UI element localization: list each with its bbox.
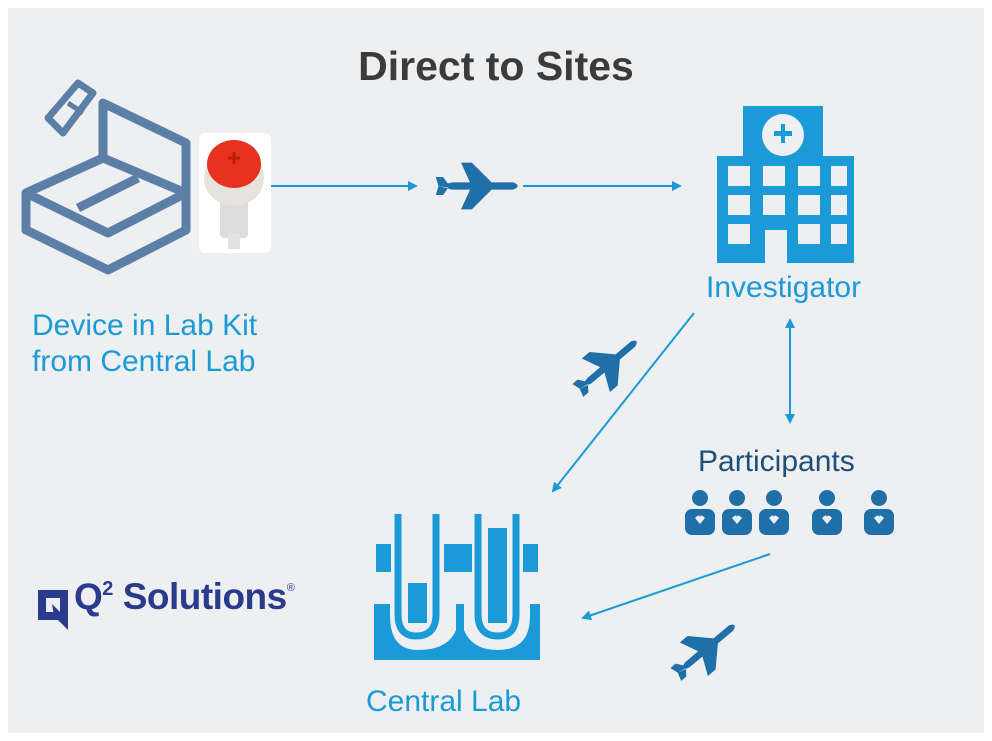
page-title: Direct to Sites xyxy=(358,43,634,89)
lab-kit-box-icon xyxy=(21,79,191,275)
participants-label: Participants xyxy=(698,445,855,478)
investigator-label: Investigator xyxy=(706,271,862,304)
blood-collection-device-icon xyxy=(199,133,271,253)
device-label-line1: Device in Lab Kit xyxy=(32,309,258,342)
logo-superscript: 2 xyxy=(102,578,113,600)
logo-prefix: Q xyxy=(74,576,103,617)
participants-icon xyxy=(685,490,894,535)
hospital-icon xyxy=(717,106,854,263)
central-lab-label: Central Lab xyxy=(366,685,522,718)
logo-registered: ® xyxy=(286,582,295,594)
test-tubes-icon xyxy=(374,514,540,660)
airplane-icon xyxy=(435,162,518,210)
q2-logo-icon xyxy=(38,590,68,630)
device-label-line2: from Central Lab xyxy=(32,345,256,378)
arrow-investigator-to-central-lab xyxy=(551,312,695,493)
logo-name: Solutions xyxy=(122,576,288,617)
airplane-icon xyxy=(661,608,749,692)
arrow-participants-to-central-lab xyxy=(581,553,771,621)
device-label: Device in Lab Kit from Central Lab xyxy=(32,308,257,380)
logo-text: Q2 Solutions® xyxy=(74,576,295,618)
diagram-canvas xyxy=(21,79,894,692)
airplane-icon xyxy=(563,324,651,408)
q2-solutions-logo: Q2 Solutions® xyxy=(64,576,295,618)
slide: Direct to Sites xyxy=(8,8,984,733)
